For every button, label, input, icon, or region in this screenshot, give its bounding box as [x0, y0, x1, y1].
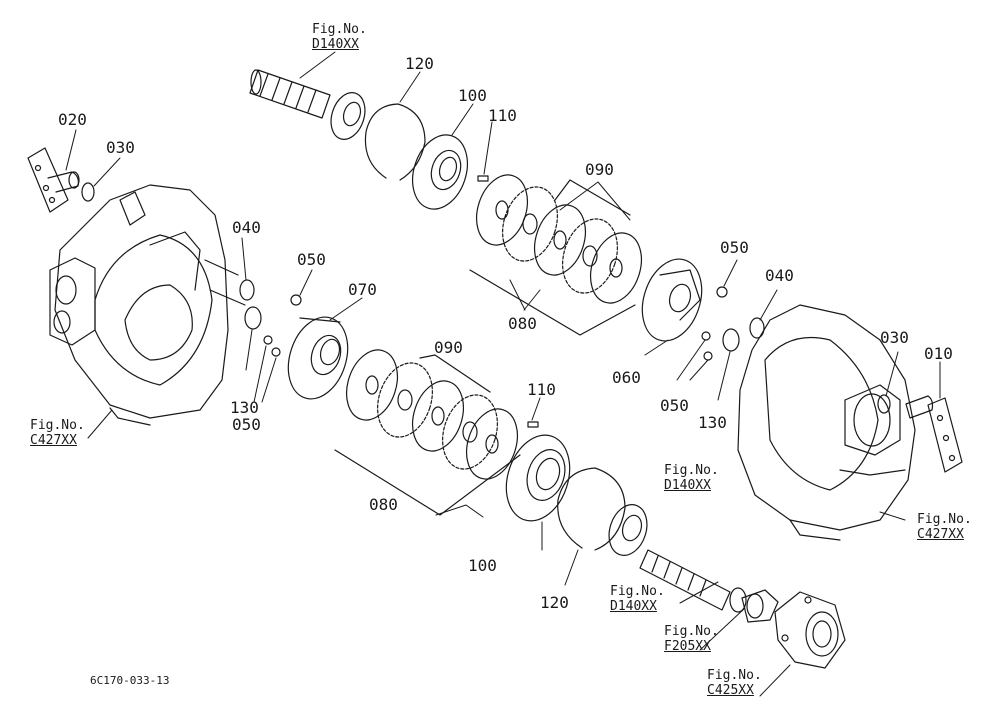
pin-110-upper [477, 175, 489, 182]
right-transmission-case [737, 304, 916, 541]
fig-code: C425XX [707, 683, 754, 698]
part-label-070: 070 [348, 280, 377, 299]
ring-040-right [749, 317, 765, 339]
fig-ref-d140-mid[interactable]: Fig.No. D140XX [664, 463, 719, 493]
fig-prefix: Fig.No. [664, 463, 719, 478]
ring-130-left [244, 306, 262, 330]
upper-bearing [330, 92, 366, 140]
fig-prefix: Fig.No. [610, 584, 665, 599]
upper-shaft [249, 69, 331, 119]
lower-bearing [608, 504, 648, 556]
fig-prefix: Fig.No. [312, 22, 367, 37]
plate-010 [905, 395, 963, 473]
part-label-130-left: 130 [230, 398, 259, 417]
fig-ref-f205[interactable]: Fig.No. F205XX [664, 624, 719, 654]
fig-ref-d140-top[interactable]: Fig.No. D140XX [312, 22, 367, 52]
lower-piston-100 [505, 434, 571, 522]
fig-prefix: Fig.No. [707, 668, 762, 683]
fig-prefix: Fig.No. [917, 512, 972, 527]
part-label-090-lower: 090 [434, 338, 463, 357]
lower-clutch-pack [334, 349, 521, 516]
part-label-050-a: 050 [297, 250, 326, 269]
ball-050-d [716, 286, 728, 298]
oring-030-right [877, 394, 891, 414]
ring-040-left [239, 279, 255, 301]
plate-020 [27, 147, 80, 213]
left-transmission-case [49, 184, 246, 426]
diagram-code: 6C170-033-13 [90, 674, 170, 687]
part-label-080-lower: 080 [369, 495, 398, 514]
part-label-050-c: 050 [720, 238, 749, 257]
part-label-100-lower: 100 [468, 556, 497, 575]
part-label-110-upper: 110 [488, 106, 517, 125]
ball-050-a [290, 294, 302, 306]
part-label-120-lower: 120 [540, 593, 569, 612]
plate-070 [287, 316, 349, 400]
oring-030-left [81, 182, 95, 202]
ball-050-c [271, 347, 281, 357]
fig-code: F205XX [664, 639, 711, 654]
fig-code: D140XX [312, 37, 359, 52]
part-label-050-d: 050 [660, 396, 689, 415]
fig-code: C427XX [30, 433, 77, 448]
snap-ring-120-upper [364, 103, 426, 181]
part-label-030-right: 030 [880, 328, 909, 347]
coupling-f205 [741, 589, 779, 623]
fig-code: D140XX [610, 599, 657, 614]
fig-ref-d140-low[interactable]: Fig.No. D140XX [610, 584, 665, 614]
part-label-050-b: 050 [232, 415, 261, 434]
lower-shaft [639, 549, 747, 613]
part-label-080-upper: 080 [508, 314, 537, 333]
fig-prefix: Fig.No. [30, 418, 85, 433]
part-label-020: 020 [58, 110, 87, 129]
part-label-030-left: 030 [106, 138, 135, 157]
pin-110-lower [527, 421, 539, 428]
part-label-040-left: 040 [232, 218, 261, 237]
upper-clutch-pack [469, 174, 642, 336]
part-label-090-upper: 090 [585, 160, 614, 179]
fig-ref-c427-right[interactable]: Fig.No. C427XX [917, 512, 972, 542]
upper-piston-100 [412, 134, 468, 210]
fig-code: D140XX [664, 478, 711, 493]
fig-prefix: Fig.No. [664, 624, 719, 639]
part-label-010: 010 [924, 344, 953, 363]
fig-ref-c427-left[interactable]: Fig.No. C427XX [30, 418, 85, 448]
part-label-120-upper: 120 [405, 54, 434, 73]
part-label-130-right: 130 [698, 413, 727, 432]
ball-050-b [263, 335, 273, 345]
part-label-110-lower: 110 [527, 380, 556, 399]
part-label-040-right: 040 [765, 266, 794, 285]
fig-code: C427XX [917, 527, 964, 542]
ball-050-f [703, 351, 713, 361]
fig-ref-c425[interactable]: Fig.No. C425XX [707, 668, 762, 698]
part-label-060: 060 [612, 368, 641, 387]
part-label-100-upper: 100 [458, 86, 487, 105]
leader-lines [65, 51, 941, 697]
flange-c425 [774, 591, 846, 669]
ball-050-e [701, 331, 711, 341]
snap-ring-120-lower [557, 467, 626, 551]
ring-130-right [722, 328, 740, 352]
plate-060 [641, 258, 703, 342]
